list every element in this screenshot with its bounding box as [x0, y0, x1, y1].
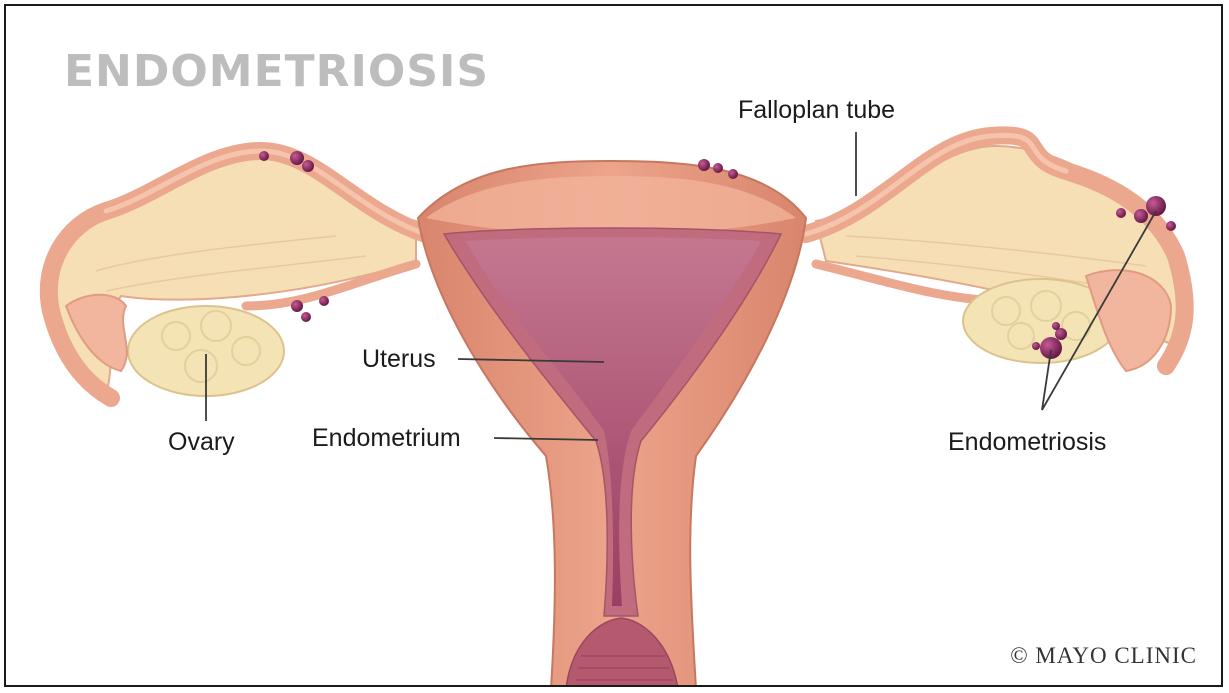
mayo-clinic-copyright: © MAYO CLINIC	[1010, 643, 1197, 669]
fallopian-tube-label: Falloplan tube	[738, 98, 895, 123]
uterus-label: Uterus	[362, 347, 436, 372]
endometrium-label: Endometrium	[312, 426, 461, 451]
uterus-body	[418, 159, 806, 687]
endometriosis-label: Endometriosis	[948, 430, 1106, 455]
ovary-label: Ovary	[168, 430, 235, 455]
diagram-frame: ENDOMETRIOSIS	[4, 4, 1223, 687]
right-fallopian-tube	[806, 135, 1185, 371]
reproductive-anatomy-illustration	[6, 6, 1223, 687]
